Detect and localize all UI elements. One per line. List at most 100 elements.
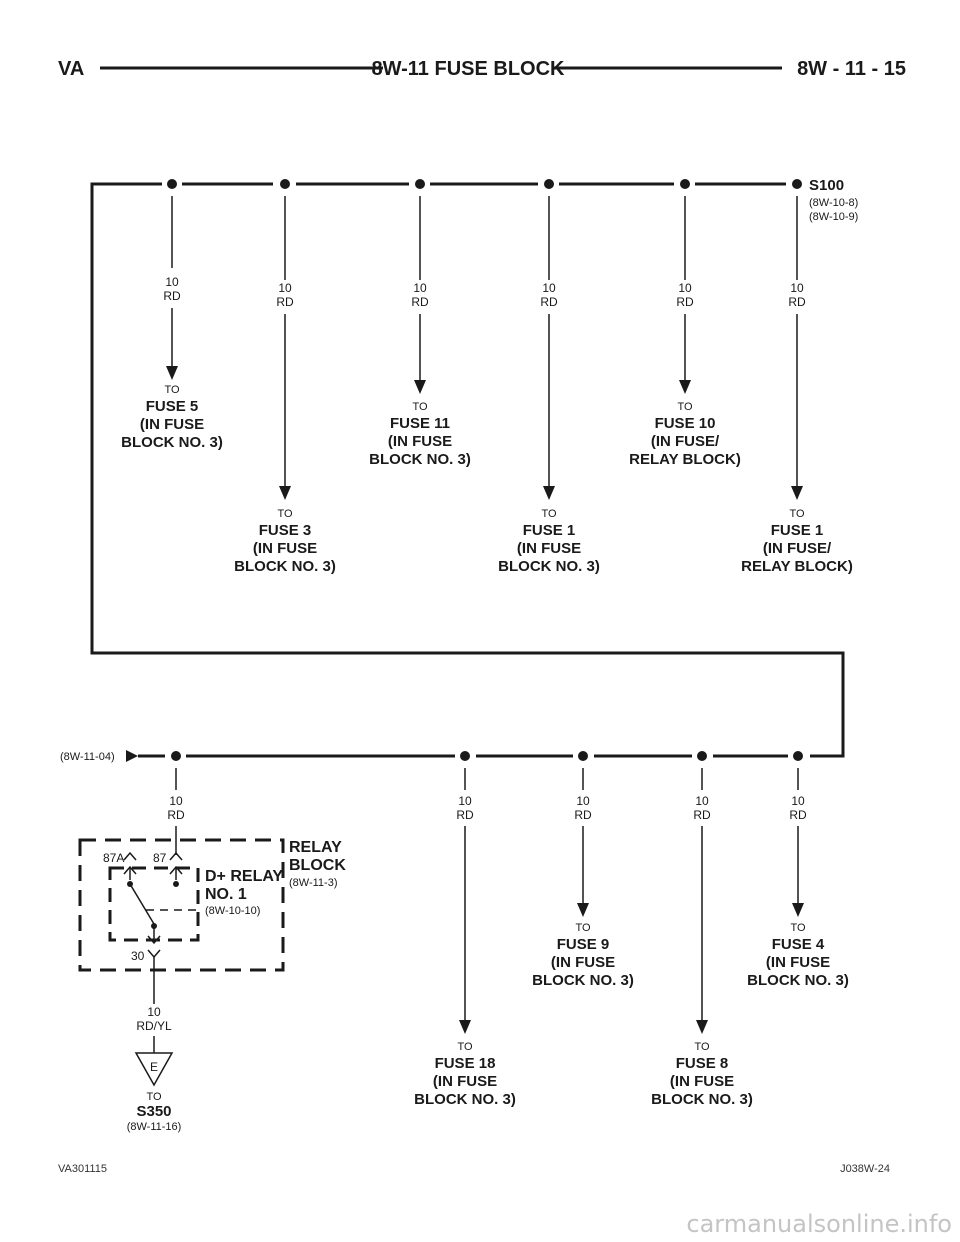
fuse-label: BLOCK NO. 3) xyxy=(498,558,600,575)
fuse-label: (IN FUSE xyxy=(253,540,317,557)
fuse-label: (IN FUSE xyxy=(517,540,581,557)
fuse-label: BLOCK NO. 3) xyxy=(369,451,471,468)
fuse-label: FUSE 18 xyxy=(435,1055,496,1072)
wire-gauge: 10 xyxy=(413,281,427,295)
relay-ref: (8W-10-10) xyxy=(205,905,260,917)
branch-fuse-1-relay-block: 10 RD TO FUSE 1 (IN FUSE/ RELAY BLOCK) xyxy=(741,196,853,575)
ground-wire-gauge: 10 xyxy=(147,1005,161,1019)
fuse-label: BLOCK NO. 3) xyxy=(532,972,634,989)
footer-right: J038W-24 xyxy=(840,1163,890,1175)
header-title: 8W-11 FUSE BLOCK xyxy=(372,58,566,80)
fuse-label: (IN FUSE xyxy=(140,416,204,433)
ground-wire-color: RD/YL xyxy=(136,1019,172,1033)
wire-gauge: 10 xyxy=(791,794,805,808)
arrow-icon xyxy=(577,903,589,917)
ground-ref: (8W-11-16) xyxy=(127,1121,182,1133)
splice-node xyxy=(680,179,690,189)
fuse-label: FUSE 5 xyxy=(146,398,199,415)
fuse-label: FUSE 9 xyxy=(557,936,610,953)
ground-symbol: E xyxy=(150,1060,158,1074)
fuse-label: (IN FUSE/ xyxy=(763,540,832,557)
wire-gauge: 10 xyxy=(169,794,183,808)
splice-node xyxy=(460,751,470,761)
to-label: TO xyxy=(790,922,806,934)
fuse-label: BLOCK NO. 3) xyxy=(651,1091,753,1108)
fuse-label: FUSE 4 xyxy=(772,936,825,953)
fuse-label: FUSE 1 xyxy=(523,522,576,539)
fuse-label: (IN FUSE/ xyxy=(651,433,720,450)
to-label: TO xyxy=(277,508,293,520)
ground-to: TO xyxy=(146,1091,162,1103)
to-label: TO xyxy=(789,508,805,520)
relay-pin-30: 30 xyxy=(131,949,145,963)
splice-node xyxy=(415,179,425,189)
relay-contact-dot xyxy=(173,881,179,887)
wire-color: RD xyxy=(574,808,592,822)
to-label: TO xyxy=(575,922,591,934)
branch-fuse-9: 10 RD TO FUSE 9 (IN FUSE BLOCK NO. 3) xyxy=(532,768,634,989)
splice-node xyxy=(171,751,181,761)
fuse-label: FUSE 3 xyxy=(259,522,312,539)
wire-gauge: 10 xyxy=(165,275,179,289)
wire-color: RD xyxy=(788,295,806,309)
arrow-icon xyxy=(279,486,291,500)
branch-fuse-1-block-3: 10 RD TO FUSE 1 (IN FUSE BLOCK NO. 3) xyxy=(498,196,600,575)
to-label: TO xyxy=(677,401,693,413)
branch-fuse-8: 10 RD TO FUSE 8 (IN FUSE BLOCK NO. 3) xyxy=(651,768,753,1108)
wire-color: RD xyxy=(456,808,474,822)
ground-name: S350 xyxy=(136,1103,171,1120)
relay-switch-icon xyxy=(123,851,198,1004)
header-left: VA xyxy=(58,58,84,80)
watermark: carmanualsonline.info xyxy=(686,1210,952,1238)
arrow-icon xyxy=(543,486,555,500)
wire-color: RD xyxy=(540,295,558,309)
splice-node xyxy=(167,179,177,189)
bottom-bus-ref: (8W-11-04) xyxy=(60,751,115,763)
fuse-label: RELAY BLOCK) xyxy=(629,451,741,468)
branch-fuse-10: 10 RD TO FUSE 10 (IN FUSE/ RELAY BLOCK) xyxy=(629,196,741,468)
relay-pin-87a: 87A xyxy=(103,851,124,865)
to-label: TO xyxy=(694,1041,710,1053)
wire-color: RD xyxy=(163,289,181,303)
to-label: TO xyxy=(412,401,428,413)
relay-pin-87: 87 xyxy=(153,851,167,865)
fuse-label: FUSE 1 xyxy=(771,522,824,539)
arrow-icon xyxy=(414,380,426,394)
arrow-icon xyxy=(679,380,691,394)
wire-gauge: 10 xyxy=(458,794,472,808)
fuse-label: FUSE 8 xyxy=(676,1055,729,1072)
branch-fuse-3: 10 RD TO FUSE 3 (IN FUSE BLOCK NO. 3) xyxy=(234,196,336,575)
splice-node xyxy=(793,751,803,761)
footer-left: VA301115 xyxy=(58,1163,107,1175)
relay-title: D+ RELAY xyxy=(205,868,283,885)
relay-block-title: BLOCK xyxy=(289,857,346,874)
ground-triangle-icon xyxy=(134,1052,174,1087)
relay-feed-wire: 10 RD xyxy=(167,768,185,855)
to-label: TO xyxy=(164,384,180,396)
splice-node xyxy=(280,179,290,189)
to-label: TO xyxy=(457,1041,473,1053)
arrow-icon xyxy=(791,486,803,500)
wire-color: RD xyxy=(411,295,429,309)
relay-block-ref: (8W-11-3) xyxy=(289,877,338,889)
branch-fuse-5: 10 RD TO FUSE 5 (IN FUSE BLOCK NO. 3) xyxy=(121,196,223,451)
wire-color: RD xyxy=(789,808,807,822)
splice-node xyxy=(578,751,588,761)
fuse-label: (IN FUSE xyxy=(670,1073,734,1090)
branch-fuse-11: 10 RD TO FUSE 11 (IN FUSE BLOCK NO. 3) xyxy=(369,196,471,468)
header-right: 8W - 11 - 15 xyxy=(797,58,906,80)
arrow-icon xyxy=(696,1020,708,1034)
splice-name: S100 xyxy=(809,177,844,194)
fuse-label: RELAY BLOCK) xyxy=(741,558,853,575)
fuse-label: (IN FUSE xyxy=(433,1073,497,1090)
wire-color: RD xyxy=(693,808,711,822)
relay-block-outline xyxy=(78,838,285,972)
fuse-label: FUSE 10 xyxy=(655,415,716,432)
relay-contact-dot xyxy=(151,923,157,929)
wire-gauge: 10 xyxy=(278,281,292,295)
wire-color: RD xyxy=(276,295,294,309)
splice-ref: (8W-10-9) xyxy=(809,211,858,223)
bus-loop-wire xyxy=(90,182,845,758)
branch-fuse-18: 10 RD TO FUSE 18 (IN FUSE BLOCK NO. 3) xyxy=(414,768,516,1108)
